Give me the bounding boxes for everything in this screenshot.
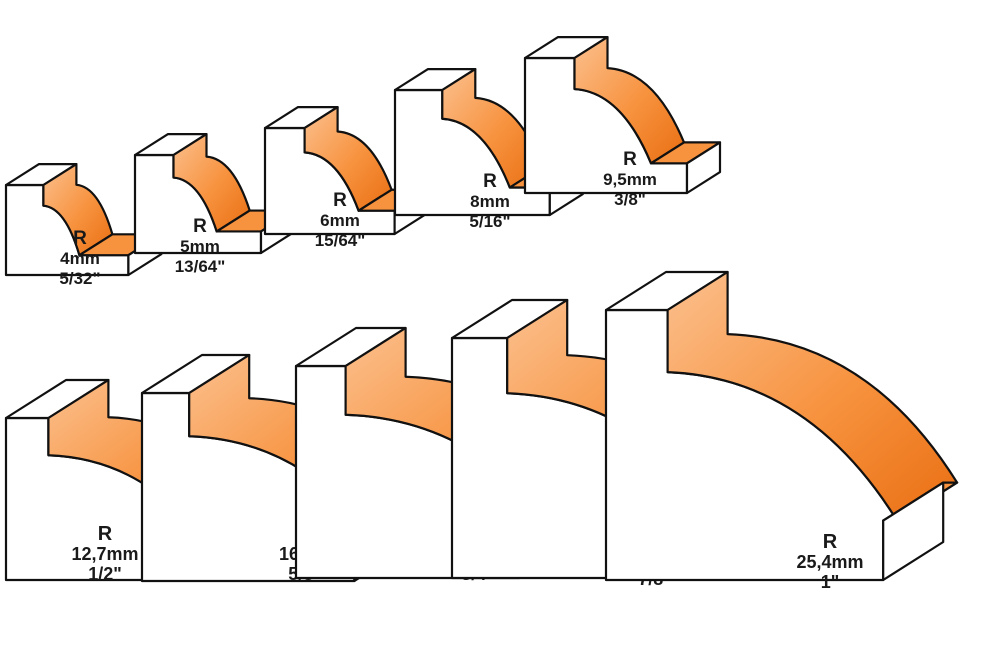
radius-mm-label: 12,7mm [71, 544, 138, 564]
radius-inch-label: 15/64" [315, 231, 366, 250]
radius-mm-label: 25,4mm [796, 552, 863, 572]
radius-inch-label: 13/64" [175, 257, 226, 276]
radius-inch-label: 5/32" [59, 269, 100, 288]
radius-symbol: R [333, 190, 347, 211]
radius-symbol: R [98, 523, 113, 545]
radius-mm-label: 4mm [60, 249, 100, 268]
radius-inch-label: 3/8" [614, 190, 646, 209]
profiles-layer: R4mm5/32"R5mm13/64"R6mm15/64"R8mm5/16"R9… [4, 36, 959, 592]
radius-symbol: R [73, 228, 87, 249]
profile-side-face [882, 481, 945, 582]
radius-inch-label: 5/16" [469, 212, 510, 231]
radius-mm-label: 8mm [470, 192, 510, 211]
radius-symbol: R [623, 149, 637, 170]
profile-side-face [685, 141, 722, 195]
radius-symbol: R [483, 171, 497, 192]
radius-symbol: R [193, 216, 207, 237]
radius-symbol: R [823, 531, 838, 553]
radius-inch-label: 1/2" [88, 564, 122, 584]
radius-mm-label: 9,5mm [603, 170, 657, 189]
radius-inch-label: 1" [821, 572, 840, 592]
radius-mm-label: 5mm [180, 237, 220, 256]
radius-mm-label: 6mm [320, 211, 360, 230]
